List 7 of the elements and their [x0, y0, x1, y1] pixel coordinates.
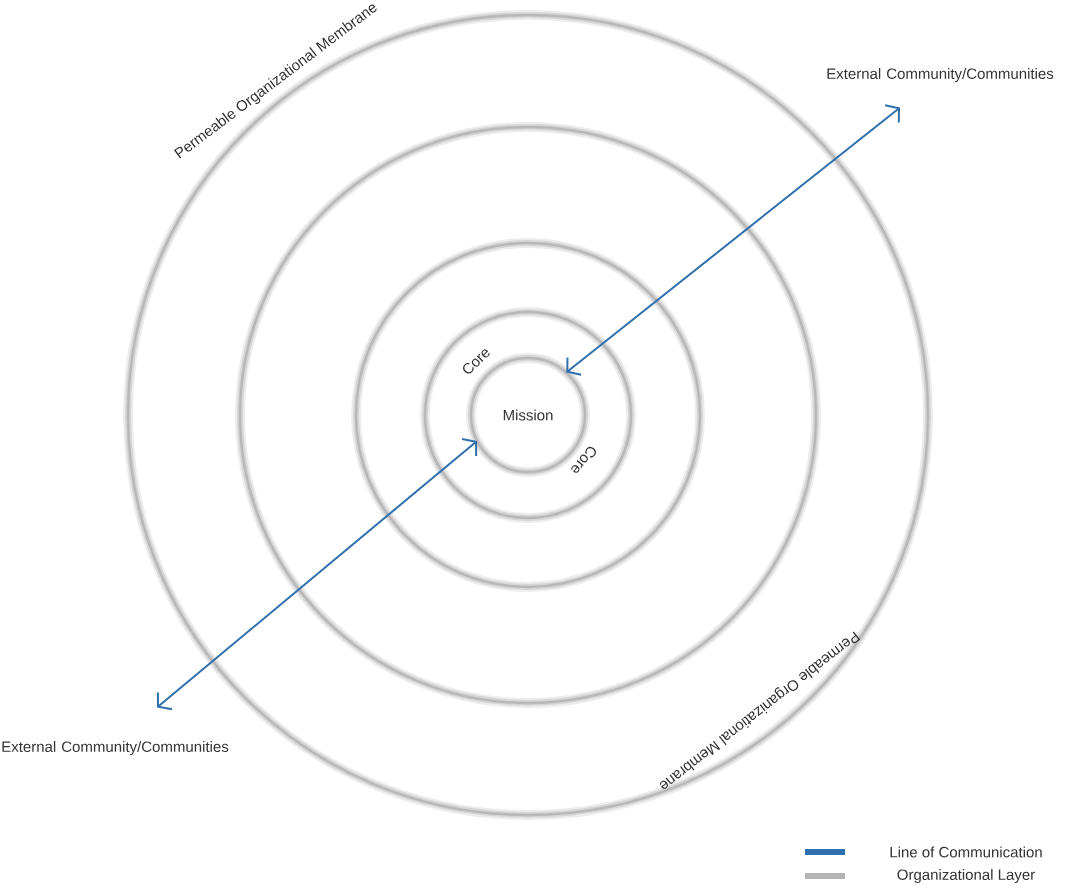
legend-text: Line of Communication: [890, 846, 1042, 858]
community-label: External Community/Communities: [2, 741, 229, 755]
legend-text: Organizational Layer: [897, 869, 1035, 883]
layer-label: Core: [463, 349, 490, 374]
community-label: External Community/Communities: [827, 68, 1054, 82]
double-arrow: [156, 438, 478, 711]
double-arrow: [566, 104, 900, 376]
